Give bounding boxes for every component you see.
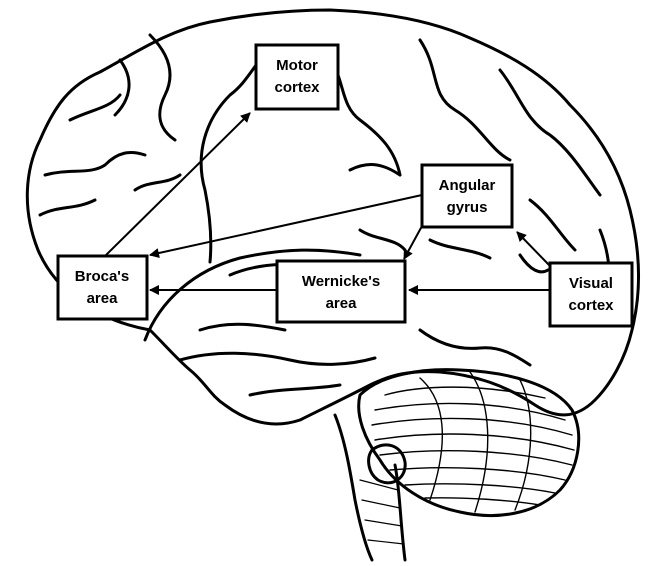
angular-gyrus-line1: Angular	[439, 177, 496, 194]
frontal-gyrus-5	[115, 60, 129, 115]
wernicke-area-line2: area	[326, 295, 358, 312]
cerebellum-folia	[372, 372, 574, 512]
arrow-broca-to-motor	[104, 113, 250, 257]
arrow-angular-to-broca	[150, 195, 422, 255]
visual-cortex-line1: Visual	[569, 275, 613, 292]
frontal-gyrus-1	[70, 95, 120, 120]
motor-cortex-line1: Motor	[276, 57, 318, 74]
temporal-gyrus-6	[360, 230, 405, 250]
arrow-visual-to-angular	[517, 232, 550, 266]
frontal-gyrus-3	[40, 200, 95, 215]
label-box-visual-cortex: Visual cortex	[550, 263, 632, 326]
label-box-motor-cortex: Motor cortex	[256, 45, 338, 109]
parietal-gyrus-4	[350, 165, 400, 175]
brainstem-lines	[360, 480, 404, 544]
wernicke-area-line1: Wernicke's	[302, 273, 380, 290]
temporal-gyrus-4	[420, 330, 530, 365]
temporal-gyrus-5	[430, 240, 490, 258]
label-box-wernicke-area: Wernicke's area	[277, 261, 405, 322]
label-box-broca-area: Broca's area	[58, 256, 147, 319]
label-box-angular-gyrus: Angular gyrus	[422, 165, 512, 227]
broca-area-line2: area	[87, 290, 119, 307]
temporal-gyrus-3	[250, 385, 340, 395]
arrow-angular-to-wernicke	[404, 226, 422, 259]
temporal-gyrus-1	[200, 324, 285, 330]
motor-cortex-line2: cortex	[274, 79, 320, 96]
occipital-gyrus-3	[520, 255, 548, 272]
frontal-gyrus-2	[45, 152, 145, 175]
frontal-gyrus-4	[150, 35, 175, 140]
broca-area-line1: Broca's	[75, 268, 129, 285]
occipital-gyrus-1	[530, 200, 575, 250]
parietal-gyrus-1	[330, 60, 400, 175]
angular-gyrus-line2: gyrus	[447, 199, 488, 216]
temporal-gyrus-2	[180, 353, 375, 364]
parietal-gyrus-2	[420, 40, 510, 160]
parietal-gyrus-3	[500, 70, 600, 195]
visual-cortex-line2: cortex	[568, 297, 614, 314]
